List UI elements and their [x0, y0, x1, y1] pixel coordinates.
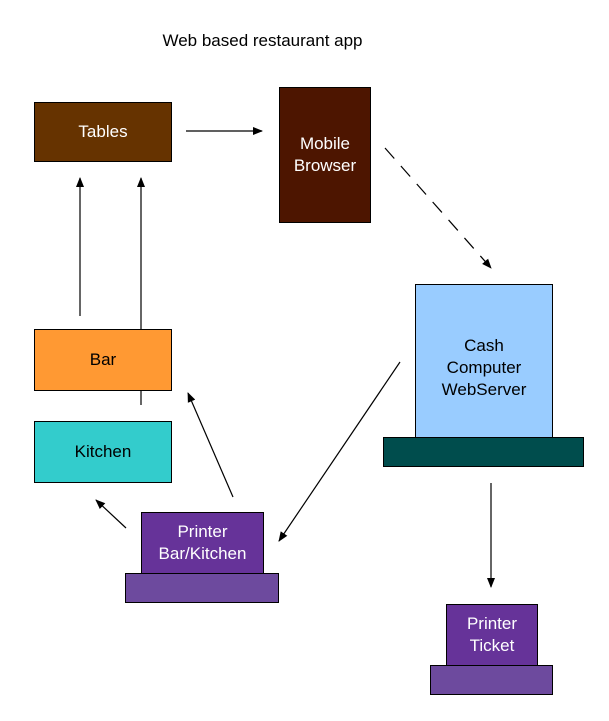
node-mobile-browser: Mobile Browser: [279, 87, 371, 223]
node-cash-computer: Cash Computer WebServer: [415, 284, 553, 438]
node-bar: Bar: [34, 329, 172, 391]
cash-computer-base: [383, 437, 584, 467]
node-printer-ticket: Printer Ticket: [446, 604, 538, 666]
printer-bar-kitchen-base: [125, 573, 279, 603]
node-cash-computer-label: Cash Computer WebServer: [441, 336, 527, 399]
node-bar-label: Bar: [89, 350, 117, 369]
node-tables-label: Tables: [78, 122, 128, 141]
printer-ticket-base: [430, 665, 553, 695]
node-printer-ticket-label: Printer Ticket: [466, 614, 518, 655]
edge-mobile-browser-to-cash-computer: [384, 147, 492, 269]
edge-cash-computer-to-printer-bar-kitchen: [278, 361, 401, 542]
diagram-title: Web based restaurant app: [162, 31, 363, 50]
edge-printer-to-kitchen: [95, 499, 127, 529]
node-kitchen: Kitchen: [34, 421, 172, 483]
node-mobile-browser-label: Mobile Browser: [293, 134, 357, 175]
edge-printer-to-bar: [187, 392, 234, 498]
node-kitchen-label: Kitchen: [74, 442, 132, 461]
node-tables: Tables: [34, 102, 172, 162]
node-printer-bar-kitchen: Printer Bar/Kitchen: [141, 512, 264, 574]
node-printer-bar-kitchen-label: Printer Bar/Kitchen: [158, 522, 247, 563]
